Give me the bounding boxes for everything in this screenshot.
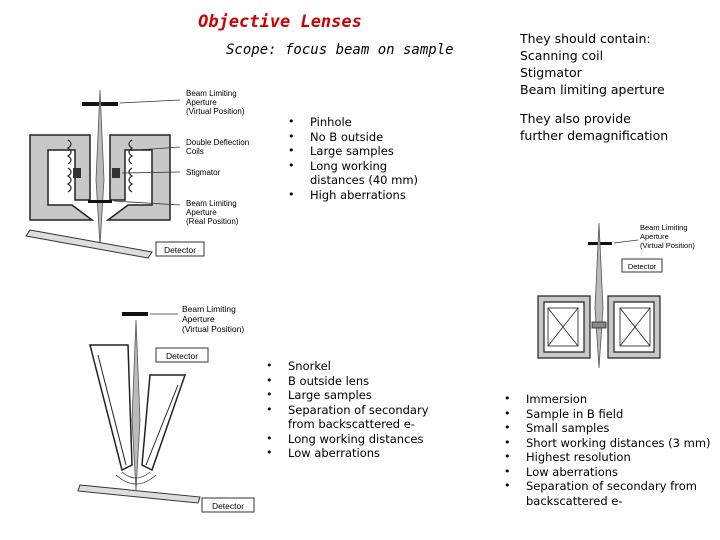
- immersion-pole-left: [537, 295, 591, 359]
- aperture-real-label: Beam Limiting: [186, 199, 237, 208]
- snorkel-cone-right: [141, 374, 187, 472]
- demag-line-2: further demagnification: [520, 128, 669, 143]
- pinhole-lens-diagram: Detector Beam Limiting Aperture (Virtual…: [25, 89, 249, 259]
- contain-note: They should contain: Scanning coil Stigm…: [520, 30, 665, 98]
- immersion-coils: [547, 307, 651, 347]
- stigmator-label: Stigmator: [186, 168, 221, 177]
- immersion-pole-right: [607, 295, 661, 359]
- list-item: Sample in B field: [504, 407, 716, 422]
- demag-line-1: They also provide: [520, 111, 631, 126]
- list-item: No B outside: [288, 130, 428, 145]
- snorkel-detector-top: [155, 347, 209, 363]
- list-item: B outside lens: [266, 374, 438, 389]
- aperture-real-bar: [88, 200, 112, 203]
- snorkel-detector-bottom: [201, 497, 255, 513]
- list-item: Highest resolution: [504, 450, 716, 465]
- pinhole-labels: Beam Limiting Aperture (Virtual Position…: [186, 89, 249, 226]
- list-item: Large samples: [266, 388, 438, 403]
- stigmator-right: [112, 168, 120, 178]
- pinhole-pole-left: [29, 134, 95, 221]
- list-item: Small samples: [504, 421, 716, 436]
- snorkel-sample: [77, 484, 201, 504]
- list-item: Pinhole: [288, 115, 428, 130]
- page-subtitle: Scope: focus beam on sample: [226, 42, 454, 58]
- aperture-label-line: Aperture: [640, 232, 669, 241]
- contain-heading: They should contain:: [520, 31, 651, 46]
- list-item: Snorkel: [266, 359, 438, 374]
- contain-item-aperture: Beam limiting aperture: [520, 82, 665, 97]
- aperture-label-line: Beam Limiting: [640, 223, 688, 232]
- list-item: Separation of secondary from backscatter…: [504, 479, 716, 508]
- immersion-beam: [594, 222, 604, 369]
- aperture-label-line: Beam Limiting: [182, 304, 236, 314]
- deflection-label: Coils: [186, 147, 204, 156]
- demag-note: They also provide further demagnificatio…: [520, 110, 668, 144]
- snorkel-bullet-list: Snorkel B outside lens Large samples Sep…: [266, 359, 438, 461]
- snorkel-beam: [131, 319, 141, 491]
- list-item: Immersion: [504, 392, 716, 407]
- immersion-aperture-label: Beam Limiting Aperture (Virtual Position…: [640, 223, 695, 250]
- immersion-sample: [591, 321, 607, 329]
- pinhole-bullet-list: Pinhole No B outside Large samples Long …: [288, 115, 428, 202]
- list-item: Long working distances: [266, 432, 438, 447]
- detector-top-label: Detector: [166, 351, 198, 361]
- snorkel-aperture-bar: [122, 312, 148, 316]
- list-item: Low aberrations: [504, 465, 716, 480]
- aperture-label-line: (Virtual Position): [182, 324, 244, 334]
- contain-item-scanning-coil: Scanning coil: [520, 48, 604, 63]
- aperture-real-label: Aperture: [186, 208, 217, 217]
- detector-label: Detector: [164, 245, 196, 255]
- aperture-virtual-label: Beam Limiting: [186, 89, 237, 98]
- immersion-lens-diagram: Beam Limiting Aperture (Virtual Position…: [537, 222, 695, 369]
- pinhole-detector: [155, 241, 205, 257]
- aperture-virtual-label: (Virtual Position): [186, 107, 245, 116]
- aperture-label-line: Aperture: [182, 314, 215, 324]
- list-item: Separation of secondary from backscatter…: [266, 403, 438, 432]
- detector-bottom-label: Detector: [212, 501, 244, 511]
- snorkel-aperture-label: Beam Limiting Aperture (Virtual Position…: [182, 304, 244, 334]
- electron-beam: [95, 89, 105, 246]
- pinhole-pole-right: [105, 134, 171, 221]
- aperture-label-line: (Virtual Position): [640, 241, 695, 250]
- list-item: Short working distances (3 mm): [504, 436, 716, 451]
- snorkel-field-lines: [115, 471, 157, 485]
- list-item: High aberrations: [288, 188, 428, 203]
- contain-item-stigmator: Stigmator: [520, 65, 582, 80]
- immersion-detector-label: Detector: [628, 262, 657, 271]
- snorkel-cone-left: [89, 344, 133, 472]
- list-item: Large samples: [288, 144, 428, 159]
- immersion-detector: [621, 258, 663, 273]
- stigmator-left: [73, 168, 81, 178]
- immersion-bullet-list: Immersion Sample in B field Small sample…: [504, 392, 716, 508]
- deflection-label: Double Deflection: [186, 138, 249, 147]
- sample-stage: [25, 229, 153, 259]
- aperture-virtual-label: Aperture: [186, 98, 217, 107]
- list-item: Low aberrations: [266, 446, 438, 461]
- page-title: Objective Lenses: [198, 12, 362, 32]
- snorkel-lens-diagram: Detector Detector Beam Limiting Aperture…: [77, 304, 255, 513]
- list-item: Long working distances (40 mm): [288, 159, 428, 188]
- deflection-coils: [66, 139, 134, 193]
- aperture-real-label: (Real Position): [186, 217, 239, 226]
